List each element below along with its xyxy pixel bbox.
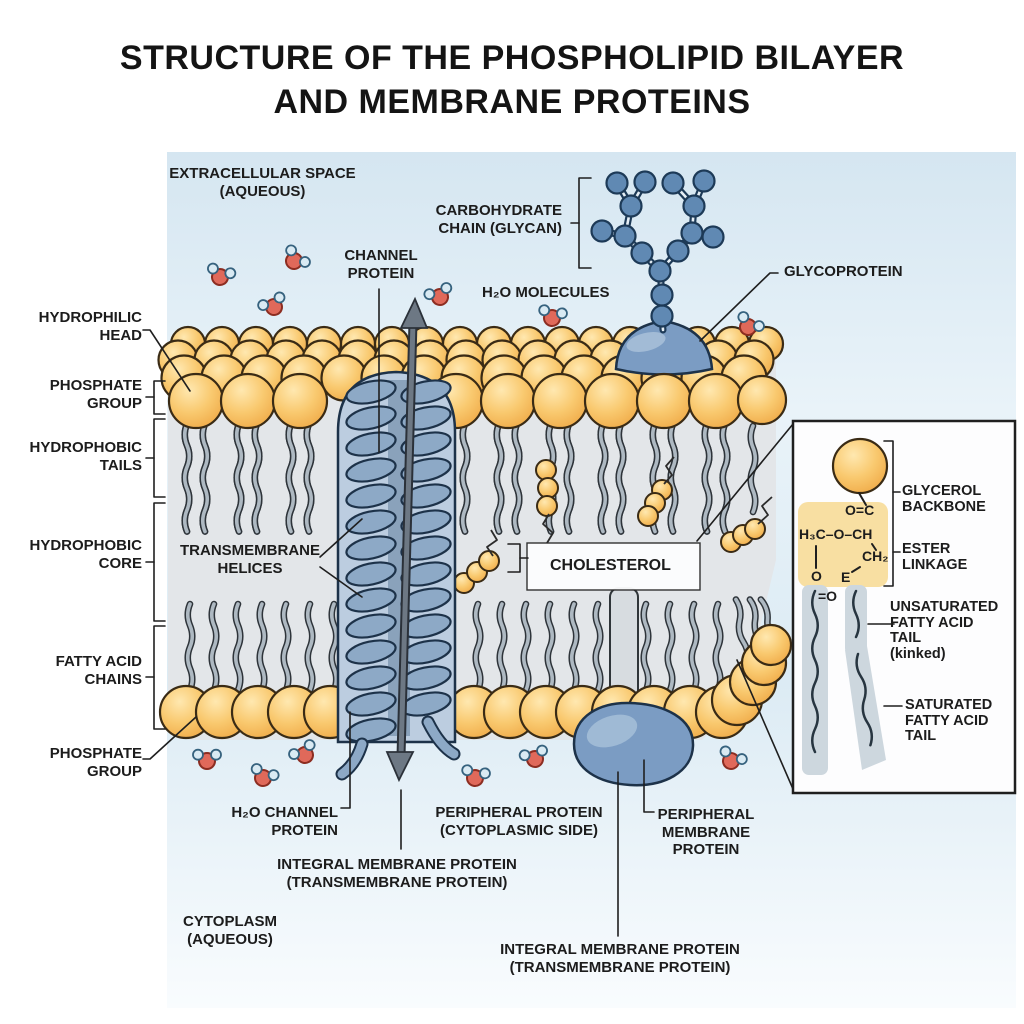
label-h2o-molecules: H₂O MOLECULES bbox=[482, 284, 610, 301]
peripheral-membrane-protein-shape bbox=[572, 701, 695, 787]
label-cytoplasm: CYTOPLASM(AQUEOUS) bbox=[183, 913, 277, 948]
water-molecule bbox=[288, 739, 316, 764]
leader-lines bbox=[142, 177, 779, 937]
water-molecule bbox=[719, 745, 748, 770]
page-title: STRUCTURE OF THE PHOSPHOLIPID BILAYER AN… bbox=[0, 36, 1024, 124]
transport-arrow bbox=[385, 296, 429, 783]
label-integral-membrane-protein-bottom: INTEGRAL MEMBRANE PROTEIN(TRANSMEMBRANE … bbox=[500, 941, 740, 976]
water-molecule bbox=[285, 244, 311, 270]
label-glycoprotein: GLYCOPROTEIN bbox=[784, 263, 903, 280]
label-extracellular-space: EXTRACELLULAR SPACE(AQUEOUS) bbox=[169, 165, 356, 200]
water-molecule bbox=[518, 744, 548, 768]
glycoprotein bbox=[590, 169, 725, 376]
label-integral-membrane-protein-center: INTEGRAL MEMBRANE PROTEIN(TRANSMEMBRANE … bbox=[277, 856, 517, 891]
water-molecule bbox=[192, 748, 222, 770]
water-molecule bbox=[207, 262, 237, 286]
water-molecule bbox=[461, 764, 491, 787]
water-molecule bbox=[737, 311, 765, 336]
cholesterol-label-box bbox=[526, 542, 701, 591]
label-peripheral-protein-cytoplasmic: PERIPHERAL PROTEIN(CYTOPLASMIC SIDE) bbox=[435, 804, 603, 839]
channel-protein bbox=[335, 370, 461, 781]
fatty-acid-tails-bottom bbox=[184, 596, 785, 694]
title-line1: STRUCTURE OF THE PHOSPHOLIPID BILAYER bbox=[119, 39, 905, 77]
magnified-phospholipid-inset bbox=[696, 419, 1017, 795]
chem-carbonyl: O=C bbox=[845, 502, 875, 518]
title-line2: AND MEMBRANE PROTEINS bbox=[273, 83, 751, 121]
chem-ester-e: E bbox=[841, 569, 851, 585]
water-molecule bbox=[250, 763, 280, 787]
water-molecule bbox=[257, 291, 286, 316]
chem-oxygen: O bbox=[811, 568, 822, 584]
cholesterol-molecules bbox=[453, 456, 773, 594]
water-molecule bbox=[423, 282, 453, 306]
chem-ch2: CH₂ bbox=[862, 548, 889, 564]
chem-glycerol-chain: H₃C–O–CH bbox=[799, 526, 873, 542]
chem-double-bond-o: =O bbox=[818, 588, 838, 604]
water-molecule bbox=[538, 304, 568, 327]
water-molecules bbox=[192, 244, 765, 787]
label-cholesterol: CHOLESTEROL bbox=[550, 557, 671, 574]
